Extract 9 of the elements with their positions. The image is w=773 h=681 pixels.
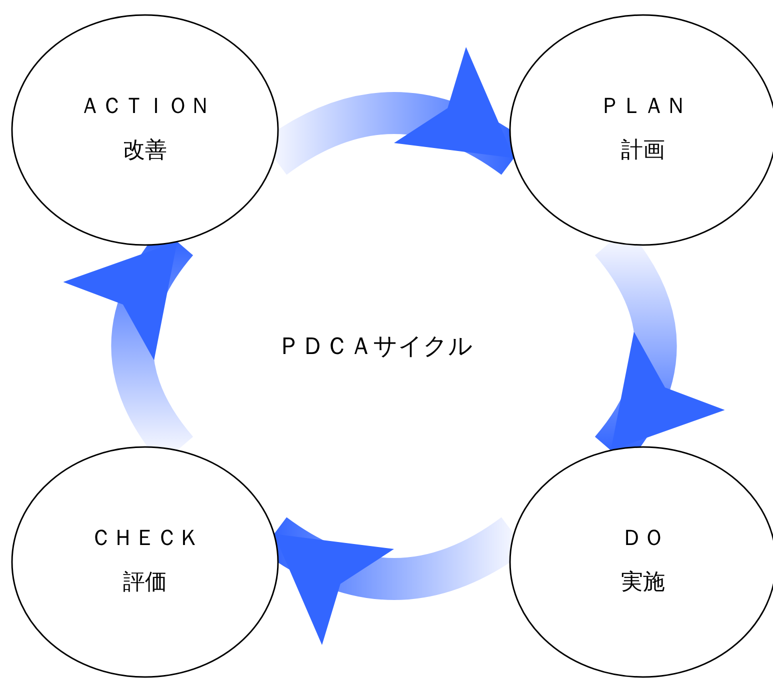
stage-name: ＰＬＡＮ [599, 93, 687, 121]
stage-subtitle: 評価 [123, 569, 167, 597]
stage-subtitle: 実施 [621, 569, 665, 597]
stage-name: ＤＯ [621, 525, 665, 553]
stage-subtitle: 計画 [621, 137, 665, 165]
cycle-title: ＰＤＣＡサイクル [276, 331, 474, 362]
stage-name: ＣＨＥＣＫ [90, 525, 200, 553]
stage-subtitle: 改善 [123, 137, 167, 165]
stage-name: ＡＣＴＩＯＮ [79, 93, 211, 121]
